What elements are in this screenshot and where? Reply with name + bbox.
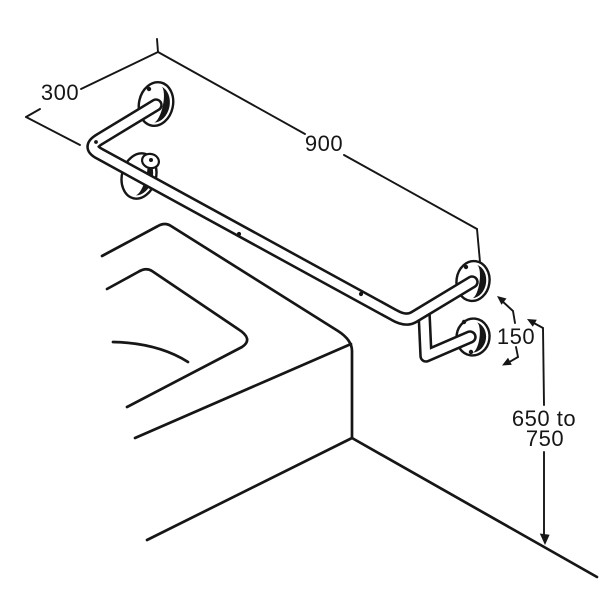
joint-dot (358, 291, 364, 297)
bath-rim-front-edge (133, 342, 353, 440)
joint-dot (236, 231, 242, 237)
arrow-height-top (527, 319, 537, 327)
label-900: 900 (305, 131, 343, 156)
bath-tub (100, 222, 599, 579)
label-150: 150 (497, 324, 535, 349)
floor-line (350, 436, 599, 579)
dim-300-corner-tick (156, 38, 159, 53)
bath-rim-inner-edge (105, 267, 249, 409)
arrow-150-lower (502, 357, 512, 366)
dim-300-line-a (80, 51, 159, 90)
screw-dot (146, 86, 152, 92)
dimension-900 (157, 51, 481, 263)
flange-shadow-crescent (472, 264, 487, 299)
drop-tube-body (419, 307, 475, 361)
rail-tube-body (88, 100, 477, 324)
dim-150-leader-upper (500, 299, 516, 324)
grab-rail-drop-section (417, 305, 477, 363)
flange-shadow-crescent (154, 86, 170, 123)
bath-front-bottom-edge (145, 436, 354, 542)
dim-900-extension (476, 228, 481, 263)
bath-interior-curve (111, 340, 190, 364)
flange-screw-dots (146, 86, 474, 355)
flange-shadow-crescent (472, 322, 487, 353)
screw-dot (149, 158, 153, 162)
dimension-300 (25, 38, 159, 146)
dimension-labels: 300 900 150 650 to 750 (41, 80, 576, 451)
joint-dot (94, 140, 98, 144)
dim-300-line-b (25, 108, 41, 118)
dimension-650-750 (531, 321, 545, 537)
label-750: 750 (526, 426, 564, 451)
dimension-lines (25, 38, 545, 537)
label-300: 300 (41, 80, 79, 105)
screw-dot (463, 264, 469, 270)
dimension-arrowheads (497, 296, 550, 545)
rail-tube-outline (86, 98, 479, 326)
grab-rail-main (86, 98, 479, 326)
dim-900-line-a (157, 51, 306, 135)
dim-height-leader-top (531, 321, 545, 406)
rail-joint-dots (94, 140, 364, 297)
arrow-height-bottom (539, 533, 550, 545)
screw-dot (461, 319, 467, 325)
dim-300-extension (25, 116, 81, 146)
bath-rim-outer-edge (100, 222, 354, 440)
dim-900-line-b (343, 154, 478, 230)
label-650-to: 650 to (512, 406, 576, 431)
arrow-150-upper (497, 296, 507, 305)
screw-dot (468, 349, 474, 355)
